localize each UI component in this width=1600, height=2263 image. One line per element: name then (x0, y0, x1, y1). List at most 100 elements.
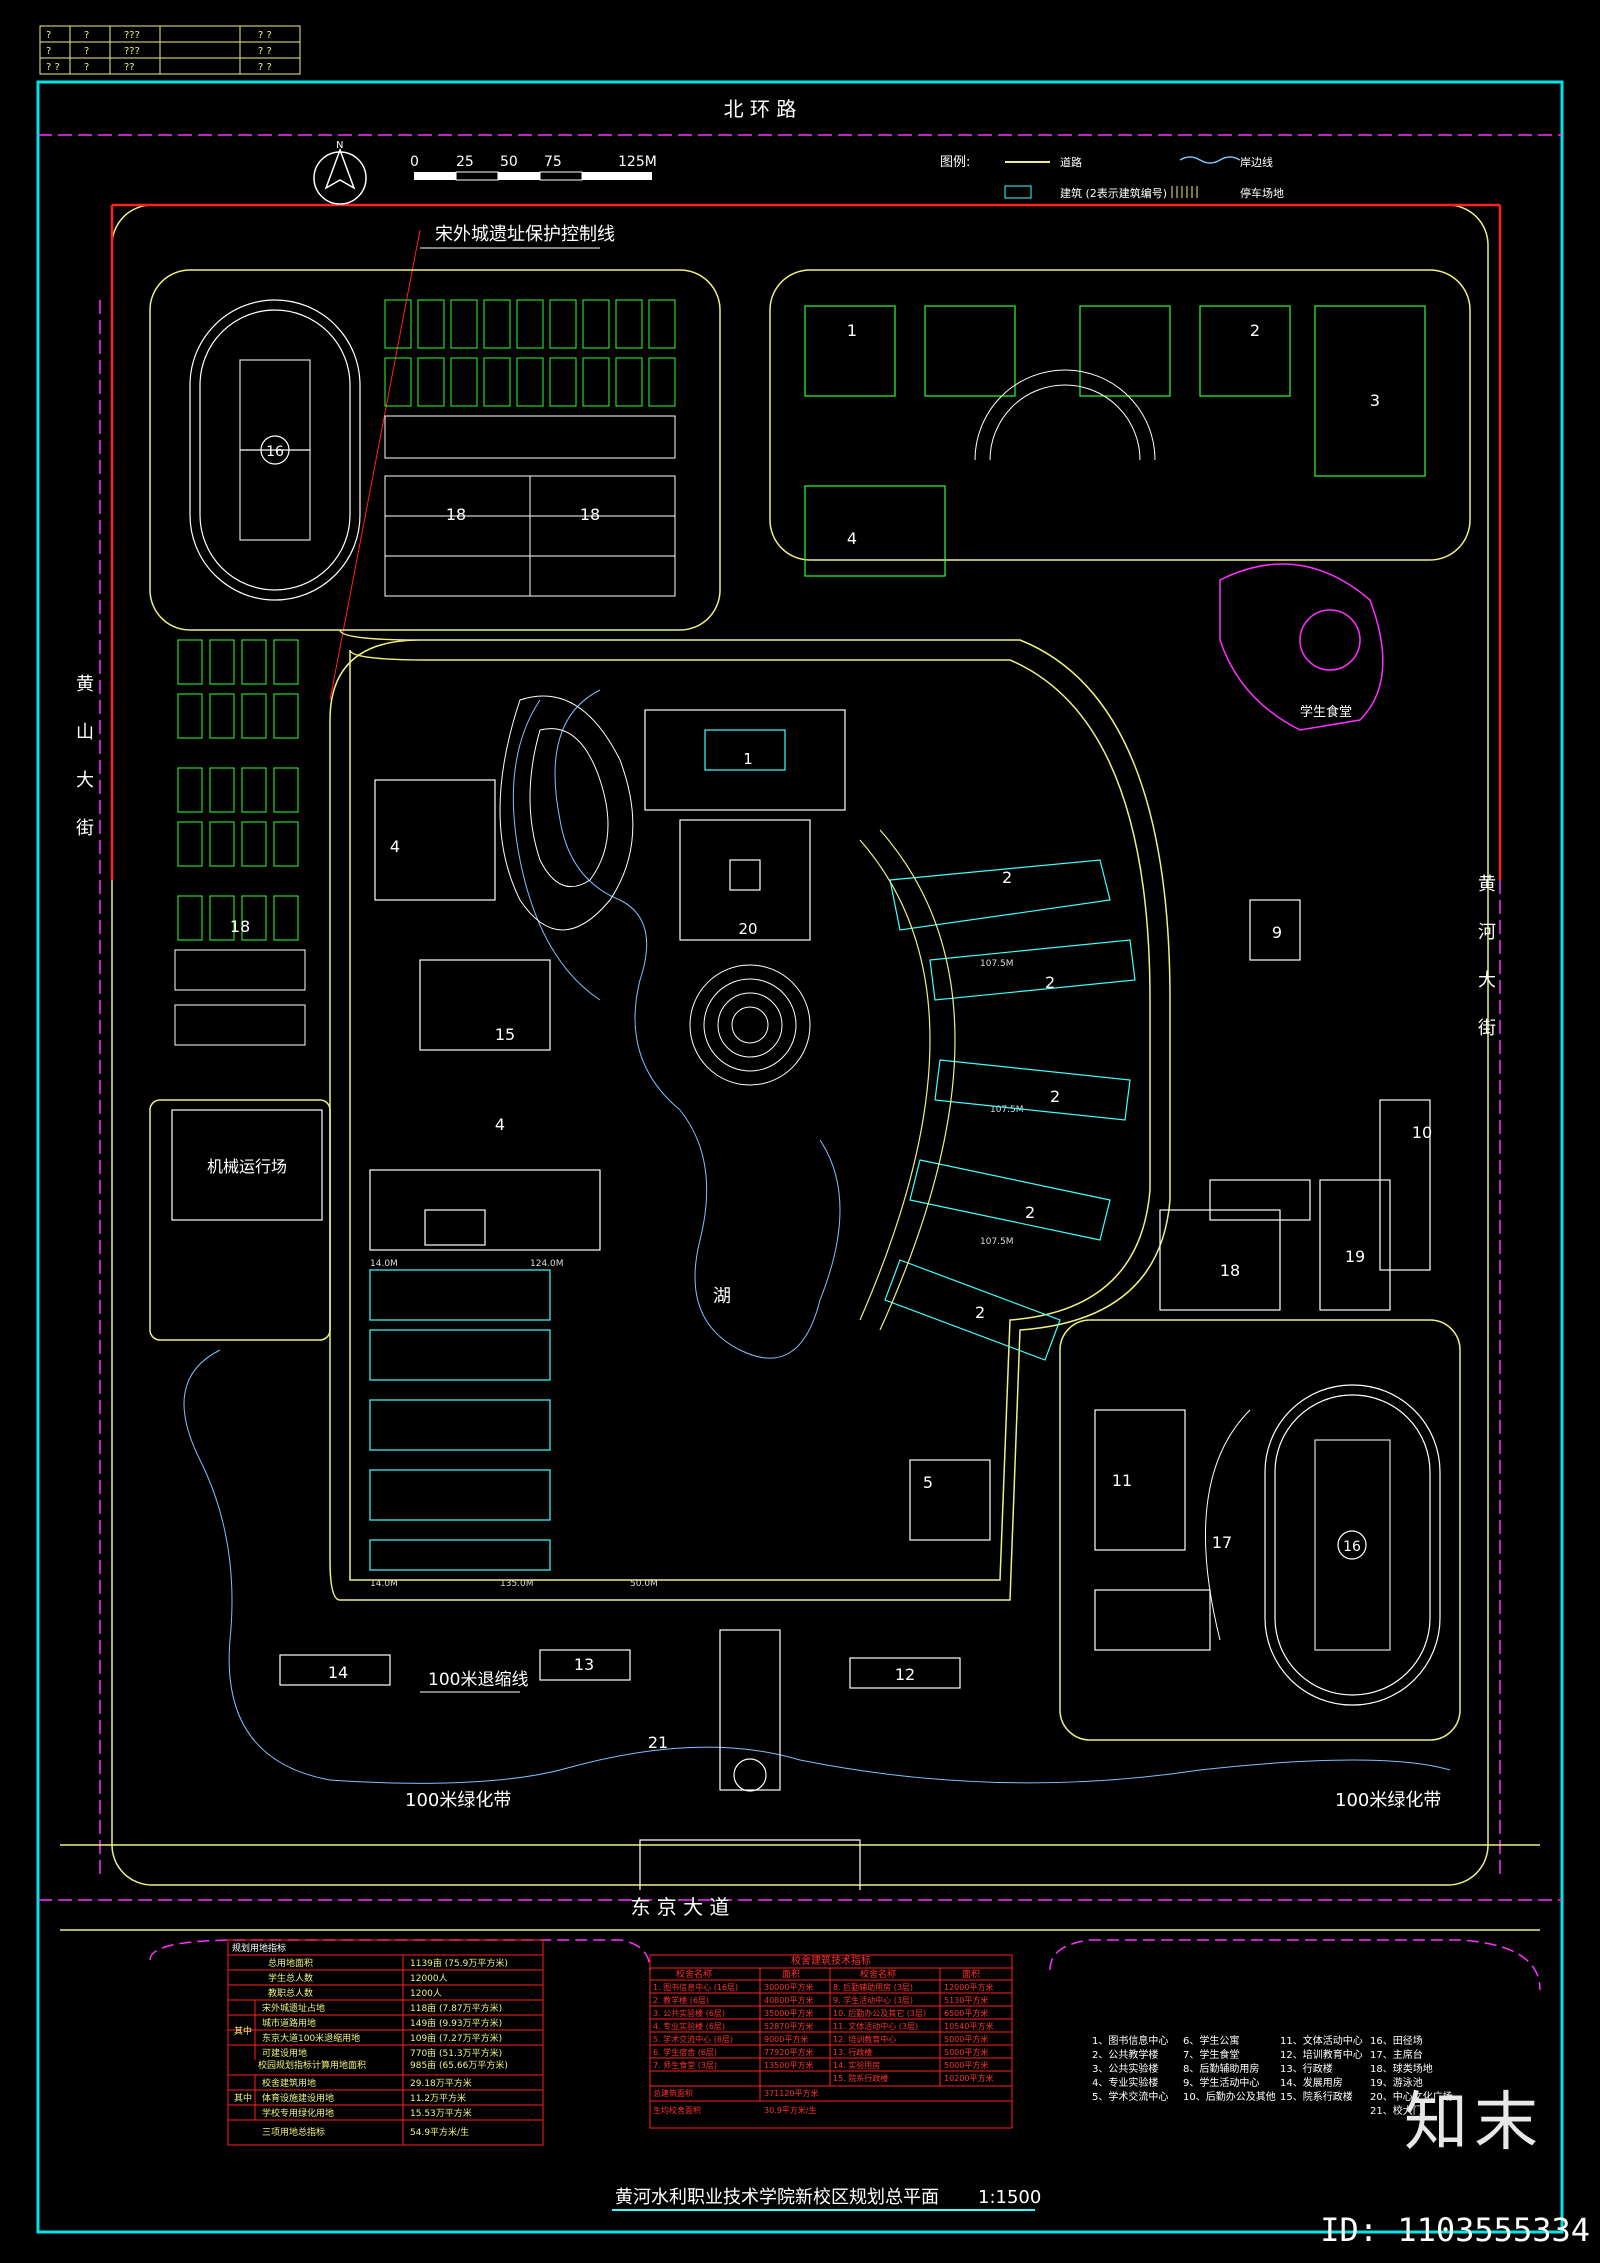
building-number: 16 (266, 444, 284, 460)
key-item: 21、校大门 (1370, 2104, 1423, 2117)
green-belt-label-west: 100米绿化带 (405, 1790, 511, 1811)
building-number: 12 (895, 1665, 915, 1684)
table-header: 面积 (962, 1968, 980, 1980)
table-cell: 5. 学术交流中心 (8层) (653, 2034, 733, 2044)
building-number: 2 (1250, 321, 1260, 340)
header-cell: ? ? (258, 62, 272, 73)
dormitory-block (369, 1269, 551, 1571)
header-cell: ?? (124, 62, 135, 73)
header-cell: ? ? (258, 30, 272, 41)
header-cell: ? (84, 62, 89, 73)
key-item: 20、中心文化广场 (1370, 2090, 1453, 2103)
machine-field-label: 机械运行场 (207, 1157, 287, 1176)
brand-id: ID: 1103555334 (1320, 2211, 1590, 2249)
table-cell: 770亩 (51.3万平方米) (410, 2047, 502, 2059)
legend-title: 图例: (940, 155, 970, 170)
drawing-frame (36, 80, 1564, 2234)
table-group-label: 其中 (234, 2025, 252, 2037)
student-canteen-building (1219, 563, 1384, 731)
table-cell: 学生总人数 (268, 1972, 313, 1984)
table-land-use-title: 规划用地指标 (232, 1942, 286, 1954)
road-west-label: 黄 山 大 街 (76, 674, 94, 839)
table-cell: 6500平方米 (944, 2008, 988, 2018)
table-cell: 1. 图书信息中心 (16层) (653, 1982, 738, 1992)
table-cell: 5000平方米 (944, 2060, 988, 2070)
header-table (39, 25, 301, 75)
table-cell: 15. 院系行政楼 (833, 2073, 888, 2083)
table-header: 校舍名称 (860, 1968, 896, 1980)
dimension: 14.0M (370, 1579, 398, 1589)
dimension: 135.0M (500, 1579, 534, 1589)
table-buildings (649, 1954, 1013, 2129)
table-cell: 77920平方米 (764, 2047, 813, 2057)
table-cell: 4. 专业实验楼 (6层) (653, 2021, 725, 2031)
table-cell: 5000平方米 (944, 2047, 988, 2057)
key-item: 11、文体活动中心 (1280, 2034, 1363, 2047)
scale-bar (414, 171, 652, 181)
table-cell: 29.18万平方米 (410, 2077, 472, 2089)
table-land-use (227, 1939, 544, 2146)
dimension: 50.0M (630, 1579, 658, 1589)
courts-west-white (174, 949, 306, 1046)
courts-west (177, 639, 299, 941)
table-total-cell: 371120平方米 (764, 2088, 819, 2098)
table-cell: 8. 后勤辅助用房 (3层) (833, 1982, 913, 1992)
road-east-label: 黄 河 大 街 (1478, 874, 1496, 1039)
road-west-char: 大 (76, 770, 94, 791)
table-cell: 7. 师生食堂 (3层) (653, 2060, 717, 2070)
road-east-char: 河 (1478, 922, 1496, 943)
table-group-label: 其中 (234, 2092, 252, 2104)
table-cell: 校园规划指标计算用地面积 (258, 2059, 366, 2071)
table-cell: 9000平方米 (764, 2034, 808, 2044)
table-cell: 10200平方米 (944, 2073, 993, 2083)
header-table-text: ? ? ??? ? ? ? ? ??? ? ? ? ? ? ?? ? ? (46, 30, 272, 73)
key-item: 15、院系行政楼 (1280, 2090, 1353, 2103)
building-number: 13 (574, 1655, 594, 1674)
key-item: 5、学术交流中心 (1092, 2090, 1168, 2103)
table-cell: 149亩 (9.93万平方米) (410, 2017, 502, 2029)
table-cell: 3. 公共实验楼 (6层) (653, 2008, 725, 2018)
buildings-south (279, 1629, 961, 1890)
building-number: 2 (1025, 1203, 1035, 1222)
road-west-char: 黄 (76, 674, 94, 695)
road-south-label: 东 京 大 道 (630, 1895, 729, 1919)
building-number: 2 (1002, 868, 1012, 887)
key-item: 1、图书信息中心 (1092, 2034, 1168, 2047)
table-buildings-rows: 1. 图书信息中心 (16层) 30000平方米 8. 后勤辅助用房 (3层) … (653, 1982, 993, 2115)
legend-item-road: 道路 (1060, 155, 1082, 169)
header-cell: ? (46, 46, 51, 57)
key-item: 18、球类场地 (1370, 2062, 1433, 2075)
table-cell: 985亩 (65.66万平方米) (410, 2059, 508, 2071)
key-item: 2、公共教学楼 (1092, 2048, 1158, 2061)
building-number: 16 (1343, 1539, 1361, 1555)
table-cell: 12000平方米 (944, 1982, 993, 1992)
road-lines (38, 134, 1562, 1931)
table-cell: 40800平方米 (764, 1995, 813, 2005)
table-cell: 10. 后勤办公及其它 (3层) (833, 2008, 926, 2018)
dimension: 107.5M (980, 1237, 1014, 1247)
building-number: 9 (1272, 923, 1282, 942)
scale-tick: 75 (544, 154, 562, 170)
key-item: 16、田径场 (1370, 2034, 1423, 2047)
dimension: 107.5M (980, 959, 1014, 969)
drawing-scale: 1:1500 (978, 2187, 1041, 2208)
sports-field-16-se (1264, 1384, 1441, 1706)
road-east-char: 街 (1478, 1018, 1496, 1039)
building-number: 21 (648, 1733, 668, 1752)
table-cell: 13500平方米 (764, 2060, 813, 2070)
table-cell: 10540平方米 (944, 2021, 993, 2031)
north-arc-plaza (974, 369, 1156, 461)
road-east-char: 大 (1478, 970, 1496, 991)
dimension-labels: 124.0M 135.0M 50.0M 14.0M 14.0M 107.5M 1… (370, 959, 1024, 1589)
dimension: 14.0M (370, 1259, 398, 1269)
table-cell: 9. 学生活动中心 (3层) (833, 1995, 913, 2005)
legend: 图例: 道路 岸边线 建筑 (2表示建筑编号) 停车场地 (940, 155, 1284, 200)
table-header: 校舍名称 (676, 1968, 712, 1980)
building-number: 18 (446, 505, 466, 524)
building-number: 15 (495, 1025, 515, 1044)
table-header: 面积 (782, 1968, 800, 1980)
building-number: 20 (738, 920, 757, 938)
building-number: 2 (1050, 1087, 1060, 1106)
buildings-west (369, 779, 601, 1251)
